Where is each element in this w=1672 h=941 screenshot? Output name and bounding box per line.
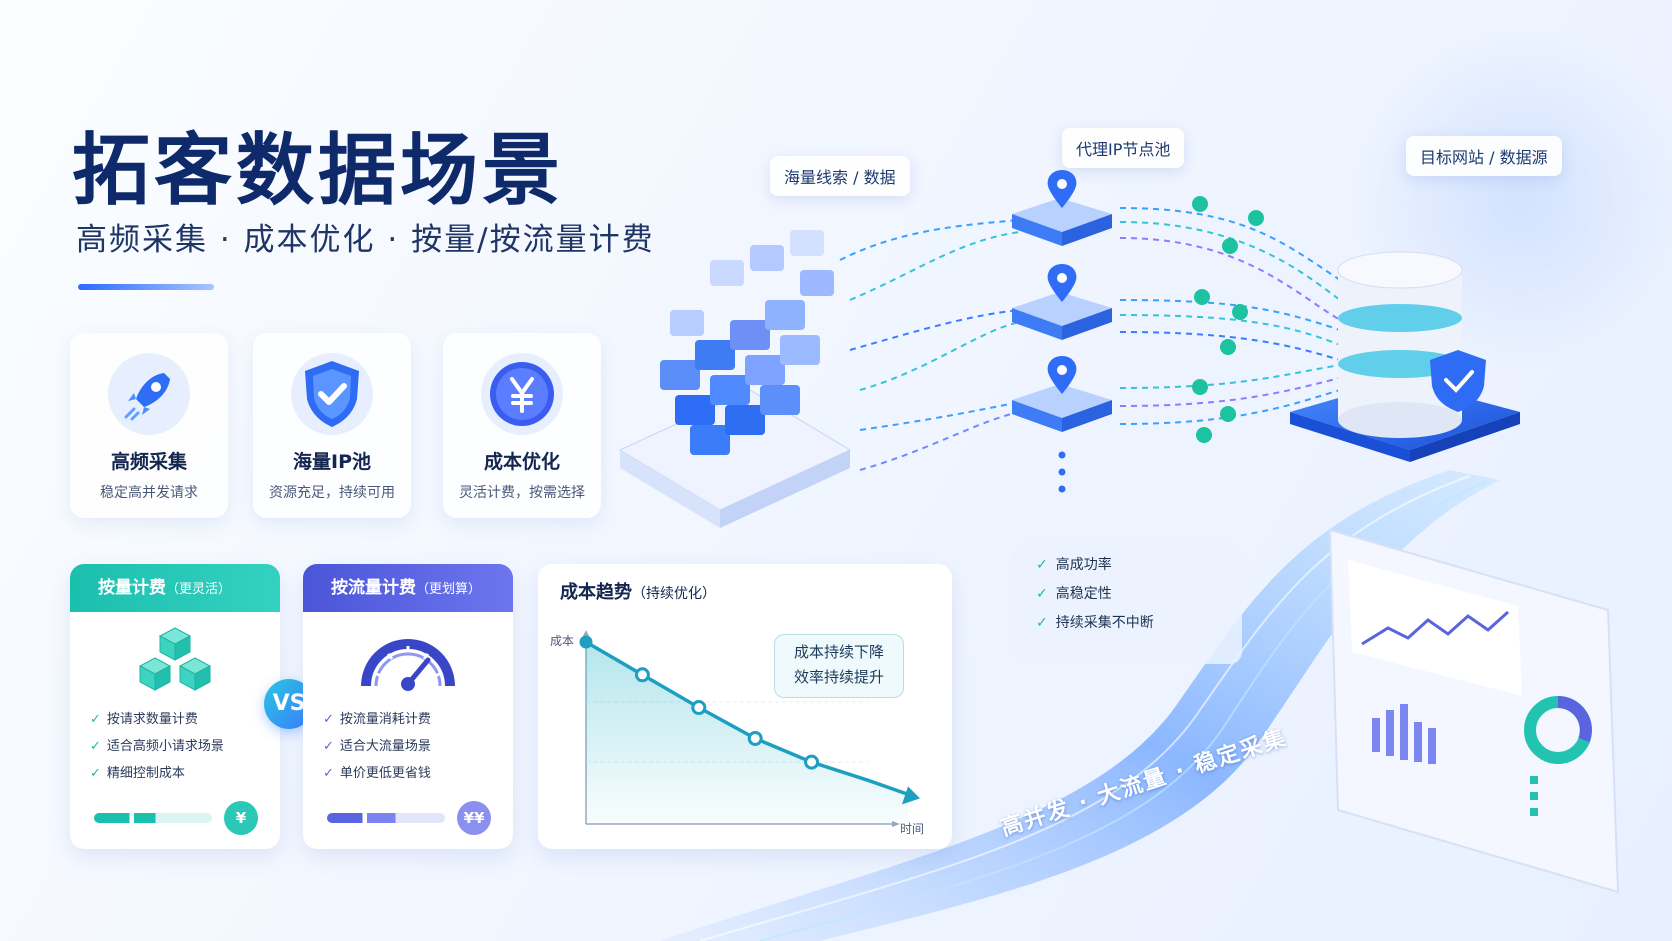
list-item: ✓单价更低更省钱 (323, 766, 431, 781)
database-icon (1290, 251, 1520, 462)
billing-card-traffic: 按流量计费（更划算） ✓按流量消耗计费 ✓适合大流量场景 ✓单价更低更省钱 ¥¥ (303, 564, 513, 849)
target-source-label: 目标网站 / 数据源 (1406, 136, 1562, 176)
billing-title: 按流量计费 (331, 578, 416, 598)
list-item: ✓适合高频小请求场景 (90, 739, 224, 754)
list-item: ✓精细控制成本 (90, 766, 185, 781)
benefit-item: ✓持续采集不中断 (1036, 615, 1154, 631)
trend-point (804, 754, 820, 770)
trend-point (579, 635, 593, 649)
y-axis-label: 成本 (550, 634, 575, 648)
trend-title: 成本趋势（持续优化） (560, 582, 716, 603)
proxy-node-platforms (1012, 198, 1112, 432)
benefit-item: ✓高成功率 (1036, 557, 1112, 573)
data-flow-illustration (618, 170, 1520, 528)
x-axis-label: 时间 (900, 822, 925, 836)
list-item: ✓按请求数量计费 (90, 712, 198, 727)
leads-data-label: 海量线索 / 数据 (770, 156, 910, 196)
trend-area (586, 642, 908, 824)
lead-profile-cards (660, 230, 834, 455)
billing-header: 按量计费（更灵活） (70, 564, 280, 612)
feature-desc: 资源充足，持续可用 (269, 485, 395, 501)
benefit-item: ✓高稳定性 (1036, 586, 1112, 602)
title-underline (78, 284, 214, 290)
billing-card-volume: 按量计费（更灵活） ✓按请求数量计费 ✓适合高频小请求场景 ✓精细控制成本 ¥ (70, 564, 280, 849)
trend-arrow-icon (902, 786, 920, 805)
feature-desc: 稳定高并发请求 (100, 485, 198, 501)
page-subtitle: 高频采集 · 成本优化 · 按量/按流量计费 (76, 222, 655, 258)
billing-tag: （更划算） (416, 582, 482, 597)
trend-point (691, 700, 707, 716)
feature-card-cost: 成本优化 灵活计费，按需选择 (443, 333, 601, 518)
usage-bar (327, 813, 445, 823)
billing-header: 按流量计费（更划算） (303, 564, 513, 612)
page-title: 拓客数据场景 (72, 126, 565, 216)
yen-coin-icon (479, 351, 565, 437)
yen-double-icon: ¥¥ (457, 801, 491, 835)
list-item: ✓按流量消耗计费 (323, 712, 431, 727)
feature-card-high-frequency: 高频采集 稳定高并发请求 (70, 333, 228, 518)
feature-card-ip-pool: 海量IP池 资源充足，持续可用 (253, 333, 411, 518)
list-item: ✓适合大流量场景 (323, 739, 431, 754)
gauge-icon (303, 622, 513, 702)
rocket-icon (106, 351, 192, 437)
database-shield-icon (1430, 350, 1486, 412)
trend-point (634, 667, 650, 683)
usage-bar (94, 813, 212, 823)
yen-icon: ¥ (224, 801, 258, 835)
benefit-list: ✓高成功率 ✓高稳定性 ✓持续采集不中断 (1012, 542, 1242, 664)
feature-title: 海量IP池 (293, 451, 371, 473)
billing-title: 按量计费 (98, 578, 166, 598)
shield-check-icon (289, 351, 375, 437)
dashboard-panel (1328, 528, 1620, 894)
cubes-icon (70, 622, 280, 702)
feature-title: 成本优化 (483, 451, 560, 473)
dashboard-line (1361, 610, 1510, 646)
check-circle-icons (1192, 196, 1264, 443)
feature-title: 高频采集 (110, 451, 187, 473)
trend-callout: 成本持续下降效率持续提升 (774, 634, 904, 698)
trend-point (747, 730, 763, 746)
trend-chart (579, 630, 920, 827)
proxy-pool-label: 代理IP节点池 (1062, 128, 1185, 168)
cost-trend-card: 成本趋势（持续优化） 成本 时间 成本持续下降效率持续提升 (538, 564, 952, 849)
feature-desc: 灵活计费，按需选择 (459, 485, 585, 501)
billing-tag: （更灵活） (166, 582, 232, 597)
location-pin-icon (1047, 170, 1077, 394)
